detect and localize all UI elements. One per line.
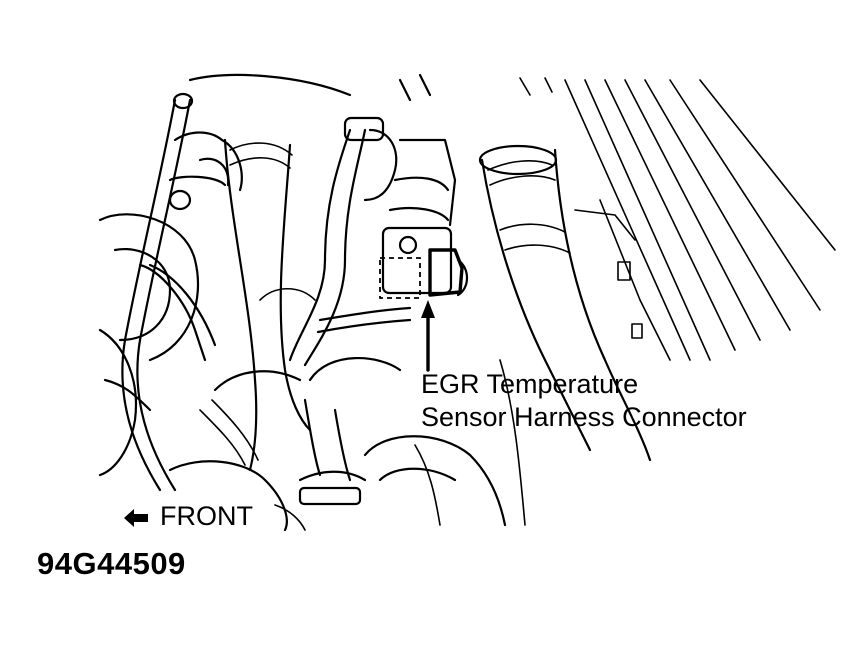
right-frame-lines [564, 79, 836, 361]
callout-arrow [421, 300, 435, 372]
lower-left-pulley [168, 460, 306, 532]
right-large-hose [478, 144, 652, 462]
figure-id: 94G44509 [37, 546, 186, 581]
front-direction-indicator [122, 506, 152, 530]
left-arrow-icon [124, 509, 148, 527]
upper-thin-hose [199, 73, 553, 466]
center-left-hose [213, 138, 316, 472]
callout-label-line2: Sensor Harness Connector [421, 402, 747, 432]
front-label: FRONT [160, 501, 253, 531]
upper-left-hose [168, 73, 352, 211]
vacuum-tube [288, 116, 398, 367]
left-round-component [98, 213, 217, 477]
lower-pipes [298, 356, 526, 527]
egr-valve-assembly [316, 138, 469, 334]
callout-label-line1: EGR Temperature [421, 369, 639, 399]
left-thin-hose [121, 92, 194, 492]
